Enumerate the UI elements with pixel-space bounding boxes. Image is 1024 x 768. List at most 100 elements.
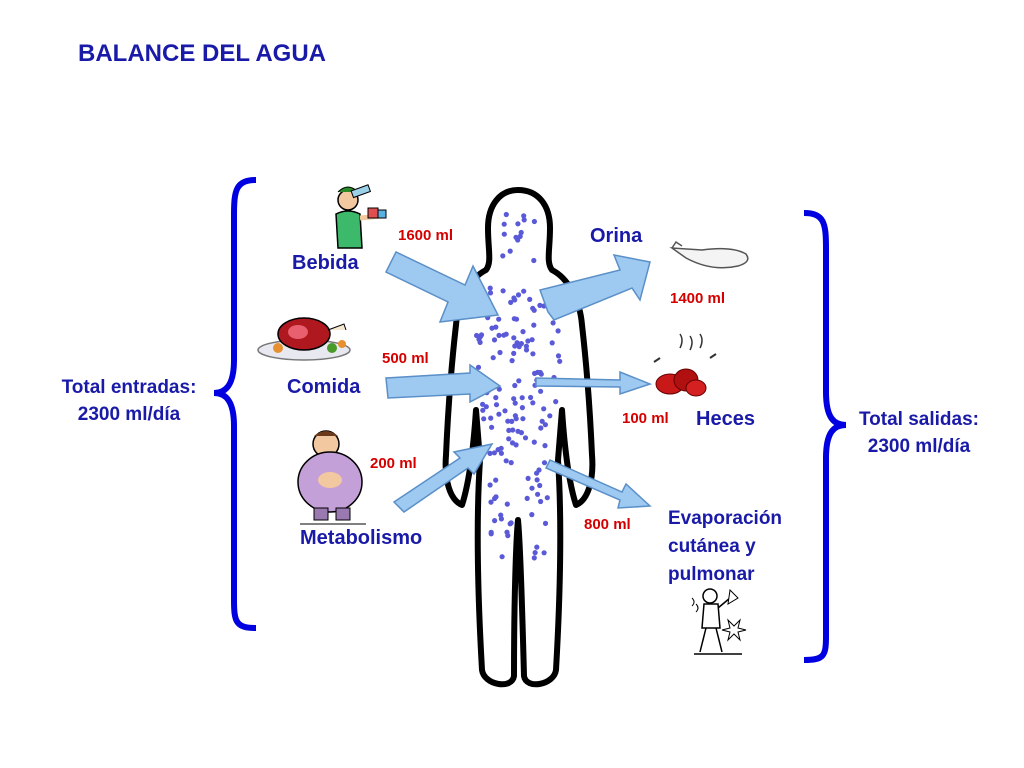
water-dot	[509, 358, 515, 364]
fanning-person-icon	[691, 588, 747, 655]
water-dot	[491, 337, 498, 343]
water-dot	[488, 415, 494, 421]
water-dot	[523, 343, 530, 349]
water-dot	[553, 399, 559, 405]
water-dot	[522, 435, 529, 441]
water-dot	[493, 477, 499, 483]
water-dot	[508, 520, 514, 526]
water-dot	[507, 248, 513, 254]
water-dot	[498, 512, 504, 518]
comida-amount: 500 ml	[382, 350, 429, 367]
water-dot	[550, 320, 556, 326]
overweight-person-icon	[297, 430, 366, 525]
water-dot	[537, 482, 543, 489]
water-dot	[513, 316, 520, 322]
water-dot	[519, 405, 526, 411]
water-dot	[517, 233, 523, 239]
water-dot	[529, 511, 535, 518]
water-dot	[493, 494, 499, 500]
orina-label: Orina	[590, 225, 643, 247]
human-body-icon	[442, 187, 596, 688]
metabolismo-label: Metabolismo	[300, 527, 423, 549]
water-dot	[480, 407, 486, 413]
evaporacion-label-line2: cutánea y	[668, 536, 756, 557]
water-dot	[501, 221, 507, 227]
water-dot	[505, 418, 511, 424]
evaporacion-label-line3: pulmonar	[668, 564, 755, 585]
orina-amount: 1400 ml	[670, 290, 726, 307]
water-dot	[512, 382, 518, 389]
total-outputs-value: 2300 ml/día	[867, 436, 971, 457]
water-dot	[493, 395, 499, 401]
water-dot	[529, 337, 535, 343]
water-dot	[542, 422, 549, 428]
metabolismo-amount: 200 ml	[370, 455, 417, 472]
water-dot	[508, 299, 514, 305]
water-dot	[547, 413, 553, 419]
water-dot	[501, 231, 507, 237]
heces-label: Heces	[696, 408, 755, 430]
total-inputs-value: 2300 ml/día	[77, 404, 181, 425]
water-dot	[534, 544, 540, 550]
water-dot	[531, 307, 537, 313]
water-dot	[511, 295, 517, 301]
water-dot	[536, 467, 542, 473]
water-dot	[549, 340, 555, 346]
water-dot	[515, 292, 522, 298]
water-dot	[488, 499, 494, 505]
arrow-heces	[535, 370, 653, 396]
water-dot	[541, 550, 547, 556]
arrow-orina	[539, 254, 651, 321]
water-dot	[487, 290, 494, 296]
water-dot	[487, 450, 493, 456]
water-dot	[489, 424, 495, 430]
water-dot	[535, 369, 541, 375]
water-dot	[511, 335, 517, 341]
water-dot	[539, 418, 545, 424]
inputs-brace	[213, 177, 257, 631]
water-dot	[534, 477, 540, 483]
page-title: BALANCE DEL AGUA	[78, 40, 327, 67]
water-dot	[500, 253, 506, 259]
water-dot	[496, 332, 502, 338]
water-dot	[557, 358, 563, 364]
water-dot	[503, 458, 509, 464]
water-dot	[497, 349, 503, 356]
water-dot	[515, 221, 521, 227]
water-dot	[529, 485, 535, 491]
water-dot	[493, 402, 500, 408]
water-dot	[510, 427, 516, 433]
urinal-icon	[669, 240, 749, 269]
water-dot	[508, 460, 514, 466]
roast-meat-icon	[257, 317, 351, 361]
water-dot	[525, 475, 531, 481]
water-dot	[531, 439, 537, 445]
water-dot	[506, 427, 512, 433]
water-dot	[503, 211, 509, 218]
water-dot	[511, 350, 517, 356]
water-dot	[524, 495, 530, 501]
water-dot	[544, 495, 550, 501]
water-dot	[500, 288, 506, 294]
total-outputs: Total salidas: 2300 ml/día	[836, 406, 1002, 460]
water-dot	[555, 328, 561, 334]
evaporacion-amount: 800 ml	[584, 516, 631, 533]
water-dot	[531, 257, 537, 264]
heces-amount: 100 ml	[622, 410, 669, 427]
water-dot	[541, 406, 547, 412]
water-dot	[521, 217, 527, 223]
water-dot	[483, 404, 489, 410]
evaporacion-label: Evaporación cutánea y pulmonar	[668, 505, 782, 589]
bebida-label: Bebida	[292, 252, 359, 274]
water-dot	[542, 520, 549, 527]
total-inputs: Total entradas: 2300 ml/día	[44, 374, 214, 428]
water-dot	[541, 460, 548, 466]
water-dot	[506, 436, 512, 442]
drinking-person-icon	[335, 184, 387, 249]
water-dot	[519, 395, 525, 401]
water-dot	[538, 498, 544, 505]
water-dot	[487, 482, 493, 488]
water-dot	[535, 491, 541, 497]
water-dot	[489, 325, 495, 331]
water-dot	[481, 416, 487, 422]
